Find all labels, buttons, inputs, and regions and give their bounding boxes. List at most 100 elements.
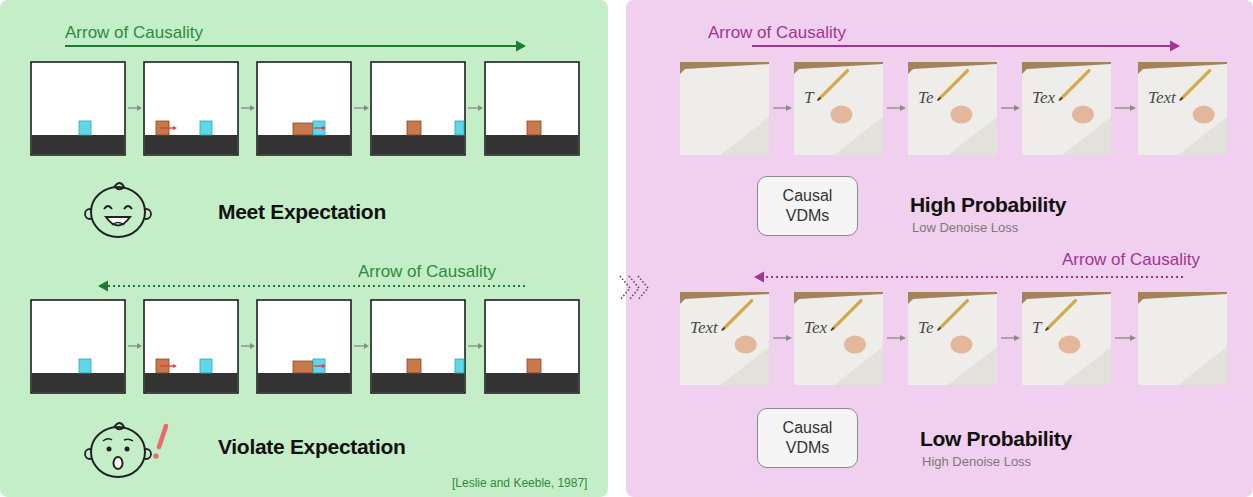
frame-arrow	[128, 107, 138, 108]
exclamation-mark	[159, 426, 166, 447]
frame-arrow-head	[900, 105, 906, 111]
face-smile	[106, 217, 130, 226]
hair-curl	[114, 423, 124, 429]
ground-strip	[372, 135, 465, 154]
frame-arrow-head	[900, 335, 906, 341]
arrow-caption: Arrow of Causality	[65, 23, 203, 43]
frame-arrow-head	[1130, 335, 1136, 341]
left-panel	[0, 0, 608, 497]
paper-sheet	[794, 64, 883, 155]
animation-frame	[31, 300, 125, 393]
cyan-block	[79, 359, 91, 373]
arrow-head	[1170, 41, 1180, 52]
paper-sheet	[1138, 294, 1227, 385]
frame-arrow-head	[1014, 335, 1020, 341]
outcome-heading: Low Probability	[920, 427, 1072, 451]
table-photo	[1138, 292, 1227, 385]
cyan-block	[313, 359, 325, 373]
frame-arrow	[128, 345, 138, 346]
brown-block	[407, 359, 421, 373]
model-label: Causal VDMs	[772, 418, 843, 458]
frame-arrow-head	[786, 335, 792, 341]
cyan-block	[200, 359, 212, 373]
frame-arrow	[354, 107, 365, 108]
outcome-heading: Violate Expectation	[218, 435, 406, 459]
brown-block	[407, 121, 421, 135]
frame-arrow-head	[478, 105, 483, 111]
ground-strip	[258, 373, 351, 392]
handwriting: Text	[690, 318, 718, 338]
pencil-tip	[937, 328, 940, 331]
causality-arrow-reversed	[108, 285, 525, 287]
causality-arrow	[752, 45, 1170, 47]
transition-chevron	[638, 276, 648, 300]
handwriting: Text	[1148, 88, 1176, 108]
frame-arrow	[887, 107, 901, 108]
model-box: Causal VDMs	[757, 176, 858, 236]
handwriting: Tex	[1032, 88, 1055, 108]
pencil	[1061, 71, 1089, 99]
pencil	[1047, 301, 1075, 329]
frame-arrow	[1001, 337, 1015, 338]
citation: [Leslie and Keeble, 1987]	[452, 477, 587, 491]
handwriting: Te	[918, 88, 933, 108]
cyan-block	[313, 121, 325, 135]
paper-shade	[1178, 347, 1227, 385]
pencil	[939, 71, 967, 99]
transition-chevron	[620, 276, 630, 300]
pencil	[939, 301, 967, 329]
table-photo	[1138, 62, 1227, 155]
frame-arrow	[468, 345, 479, 346]
frame-arrow	[241, 107, 251, 108]
brown-block	[293, 123, 313, 135]
handwriting: T	[804, 88, 813, 108]
right-panel	[626, 0, 1253, 497]
frame-arrow-head	[250, 105, 255, 111]
paper-sheet	[1022, 294, 1111, 385]
model-label: Causal VDMs	[772, 186, 843, 226]
model-box: Causal VDMs	[757, 408, 858, 468]
ground-strip	[372, 373, 465, 392]
arrow-caption: Arrow of Causality	[708, 23, 846, 43]
motion-arrow	[314, 365, 323, 366]
cyan-block	[455, 359, 464, 373]
frame-arrow	[241, 345, 251, 346]
hand	[1058, 336, 1080, 354]
brown-block	[527, 359, 541, 373]
pencil	[819, 71, 847, 99]
table-photo	[1022, 292, 1111, 385]
frame-arrow-head	[250, 343, 255, 349]
hand	[830, 106, 852, 124]
pencil-tip	[831, 328, 834, 331]
animation-frame	[485, 62, 579, 155]
arrow-head	[516, 41, 526, 52]
frame-arrow-head	[364, 105, 369, 111]
hand	[1193, 106, 1215, 124]
animation-frame	[257, 62, 351, 155]
frame-arrow	[1001, 107, 1015, 108]
pencil-tip	[1059, 98, 1062, 101]
face-eyes	[104, 206, 132, 209]
paper-shade	[948, 117, 997, 155]
illustration-group	[31, 41, 1227, 478]
frame-arrow-head	[786, 105, 792, 111]
frame-arrow-head	[137, 105, 142, 111]
face-mouth	[114, 457, 123, 469]
face-eye	[125, 447, 130, 452]
paper-sheet	[908, 64, 997, 155]
causality-arrow	[65, 45, 516, 47]
hand	[844, 336, 866, 354]
frame-arrow-head	[364, 343, 369, 349]
ground-strip	[32, 373, 125, 392]
brown-block	[527, 121, 541, 135]
frame-arrow	[468, 107, 479, 108]
motion-arrow	[160, 127, 174, 128]
handwriting: Tex	[804, 318, 827, 338]
animation-frame	[144, 300, 238, 393]
table-photo	[908, 292, 997, 385]
table-photo	[680, 62, 769, 155]
hand	[950, 106, 972, 124]
table-photo	[794, 292, 883, 385]
paper-sheet	[1022, 64, 1111, 155]
